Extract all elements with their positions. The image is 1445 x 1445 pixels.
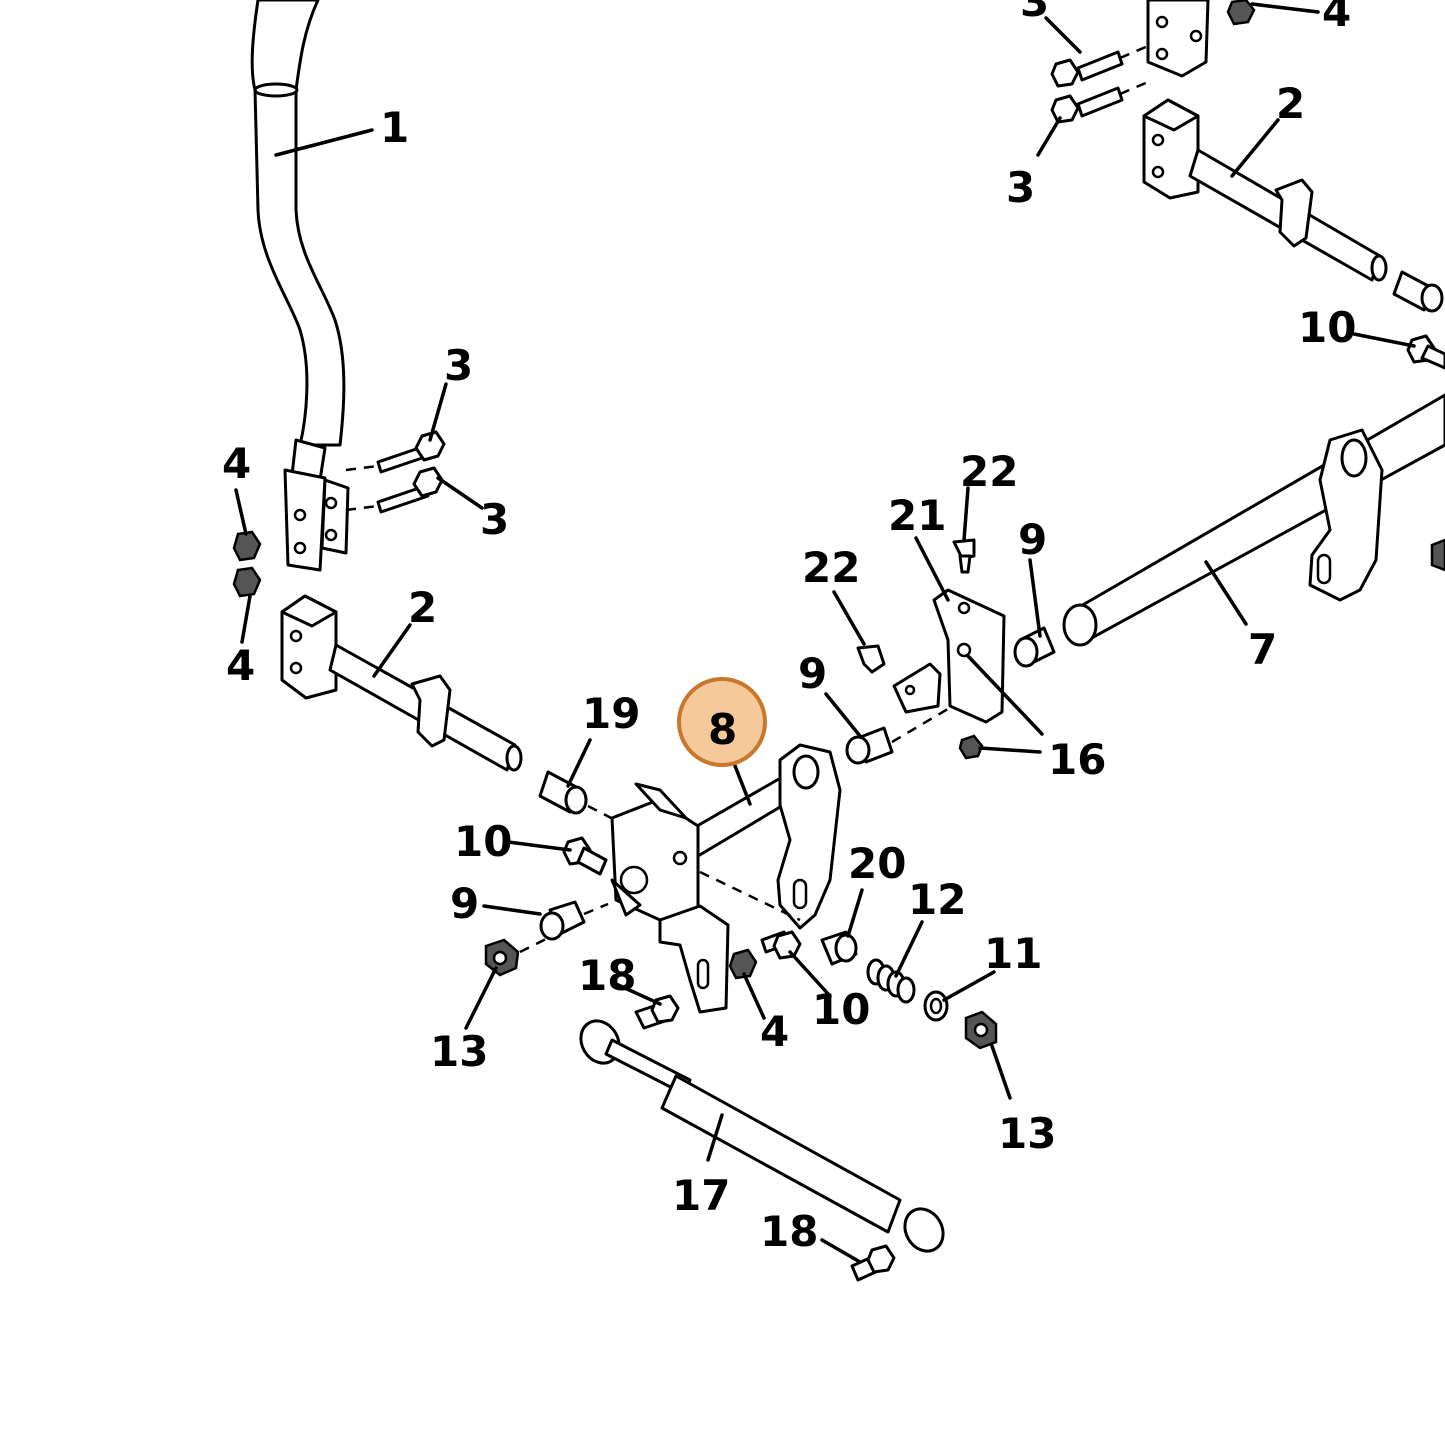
bushing-part-20	[820, 930, 858, 966]
pivot-rod-part-2-left	[280, 594, 523, 772]
callout-13-left: 13	[430, 1027, 488, 1076]
callout-11: 11	[984, 929, 1042, 978]
callout-3-right-lower: 3	[1006, 163, 1035, 212]
bushing-part-9-center	[845, 726, 894, 765]
callout-1: 1	[380, 103, 409, 152]
bolt-part-3-lower-right	[1050, 86, 1124, 124]
handle-bar-part-1	[250, 0, 350, 572]
callout-2-right: 2	[1276, 79, 1305, 128]
bushing-part-9-left	[539, 900, 586, 941]
callout-18-upper: 18	[578, 951, 636, 1000]
bolt-part-3-upper-right	[1050, 50, 1124, 88]
pin-part-18-lower	[850, 1244, 896, 1282]
callout-7: 7	[1248, 625, 1277, 674]
pivot-rod-part-2-right	[1142, 98, 1388, 282]
callout-4-top-right: 4	[1322, 0, 1351, 36]
callout-21: 21	[888, 491, 946, 540]
callout-13-right: 13	[998, 1109, 1056, 1158]
highlight-circle-part-8	[677, 677, 767, 767]
bolt-part-10-right	[1406, 334, 1445, 370]
callout-10-middle: 10	[812, 985, 870, 1034]
callout-12: 12	[908, 875, 966, 924]
callout-4-left-lower: 4	[226, 641, 255, 690]
bolt-part-3-upper-left	[376, 430, 446, 474]
nut-part-4-upper-left	[232, 530, 262, 562]
pin-part-22-lower	[856, 644, 886, 674]
bolt-part-3-lower-left	[376, 466, 444, 514]
callout-labels: 1 2 2 3 3 3 3 4 4 4 4 7 8 9 9 9 10 10 10…	[222, 0, 1356, 1256]
callout-20: 20	[848, 839, 906, 888]
callout-4-left-upper: 4	[222, 439, 251, 488]
nut-part-4-top-right	[1226, 0, 1256, 26]
callout-4-middle: 4	[760, 1007, 789, 1056]
bolt-part-10-left	[562, 836, 608, 876]
bushing-part-19	[538, 770, 588, 815]
pin-part-22-upper	[952, 538, 976, 574]
callout-2-left: 2	[408, 583, 437, 632]
callout-3-left-upper: 3	[444, 341, 473, 390]
callout-9-left: 9	[450, 879, 479, 928]
bolt-part-10-middle	[760, 930, 802, 960]
callout-19: 19	[582, 689, 640, 738]
callout-8: 8	[708, 705, 737, 754]
nut-part-4-middle	[728, 948, 758, 980]
spring-part-12	[866, 958, 916, 1004]
bracket-part-21	[892, 588, 1006, 724]
callout-10-right: 10	[1298, 303, 1356, 352]
bushing-part-9-right	[1013, 626, 1056, 668]
bracket-part-top-right	[1146, 0, 1210, 78]
callout-22-lower: 22	[802, 543, 860, 592]
callout-17: 17	[672, 1171, 730, 1220]
nut-part-16	[958, 734, 984, 760]
callout-3-right-upper: 3	[1020, 0, 1049, 26]
callout-9-right: 9	[1018, 515, 1047, 564]
callout-9-center: 9	[798, 649, 827, 698]
callout-3-left-lower: 3	[480, 495, 509, 544]
nut-part-4-lower-left	[232, 566, 262, 598]
callout-22-upper: 22	[960, 447, 1018, 496]
callout-18-lower: 18	[760, 1207, 818, 1256]
callout-16: 16	[1048, 735, 1106, 784]
callout-10-left: 10	[454, 817, 512, 866]
nut-part-13-right	[964, 1010, 998, 1050]
leader-lines	[234, 2, 1416, 1264]
washer-part-11	[923, 990, 949, 1022]
cross-tube-part-7	[1062, 393, 1445, 647]
bushing-part-19-right	[1392, 270, 1444, 313]
pedal-shaft-part-8	[610, 743, 842, 1014]
nut-part-13-left	[484, 938, 520, 977]
